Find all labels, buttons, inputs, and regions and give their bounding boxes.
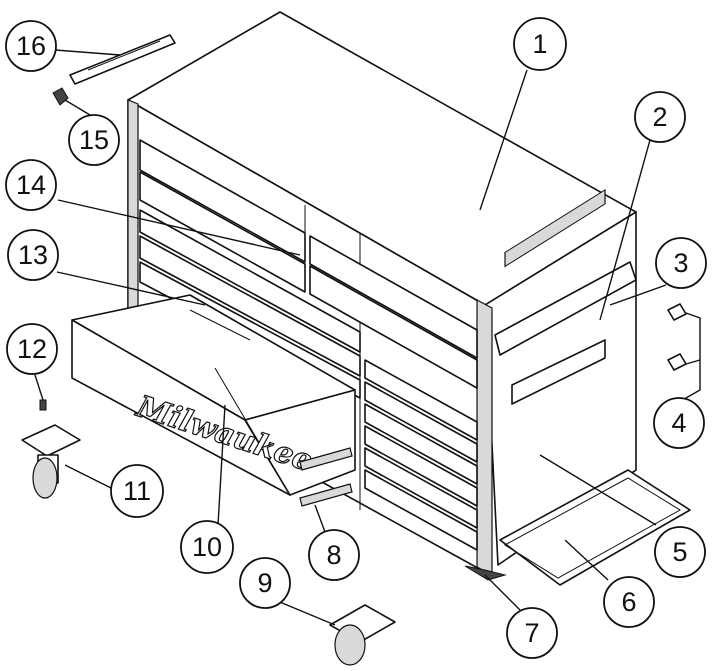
callout-label-4: 4 [671,408,686,438]
callout-label-1: 1 [532,29,547,59]
callout-label-8: 8 [326,540,341,570]
callout-14: 14 [5,159,57,211]
drawer-slide-upper [299,447,353,471]
callout-4: 4 [653,397,705,449]
callout-5: 5 [654,526,706,578]
callout-label-2: 2 [652,102,667,132]
callout-label-7: 7 [524,618,539,648]
callout-label-11: 11 [123,476,151,506]
callout-2: 2 [634,91,686,143]
side-vent [504,188,606,268]
callout-13: 13 [7,229,59,281]
callout-label-16: 16 [16,31,46,61]
callout-15: 15 [68,114,120,166]
tool-chest-cabinet [127,11,637,576]
callout-1: 1 [513,17,567,71]
callout-10: 10 [180,520,234,574]
caster-rear [329,604,396,666]
callout-6: 6 [603,576,655,628]
caster-front [21,424,81,499]
callout-7: 7 [506,607,558,659]
callout-label-3: 3 [673,248,688,278]
callout-label-12: 12 [17,334,47,364]
callout-label-15: 15 [79,125,109,155]
callout-3: 3 [655,237,707,289]
side-handle-bar [494,261,637,356]
corner-bracket [464,565,507,581]
callout-8: 8 [308,529,360,581]
drawer-slide-lower [299,483,353,507]
callout-11: 11 [110,464,164,518]
bolt-part [39,399,47,411]
latch-part [52,87,69,106]
callout-16: 16 [5,20,57,72]
side-badge [511,339,606,405]
open-drawer: Milwaukee [71,294,356,507]
callout-label-14: 14 [16,170,46,200]
callout-label-10: 10 [192,532,222,562]
callout-label-13: 13 [18,240,48,270]
callout-label-5: 5 [672,537,687,567]
right-front-post [476,299,493,576]
callout-12: 12 [6,323,58,375]
leader-lines [34,49,701,626]
right-drawer-bank [364,359,478,551]
callout-label-6: 6 [621,587,636,617]
clip-parts [667,303,687,371]
side-shelf [499,469,691,586]
tool-rail [69,34,176,85]
callout-label-9: 9 [257,568,272,598]
callout-9: 9 [239,557,291,609]
upper-drawer-bank [139,139,478,389]
